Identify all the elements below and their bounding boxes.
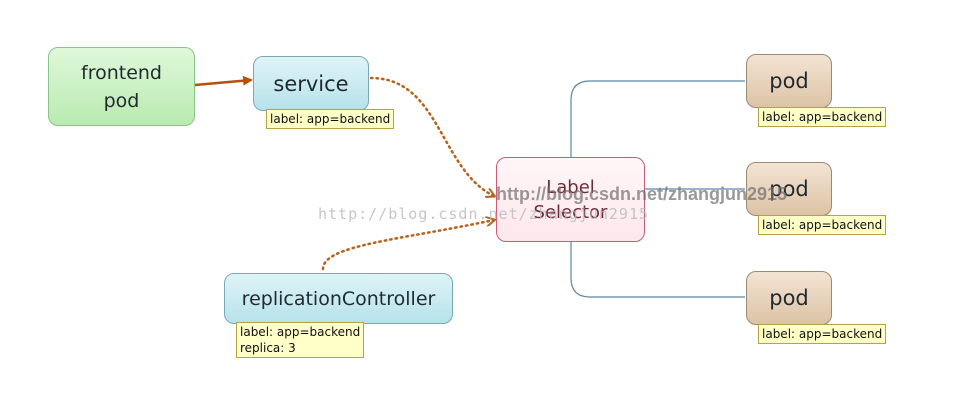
rc-label-line: label: app=backend bbox=[240, 325, 361, 339]
replication-controller-label-tag: label: app=backend replica: 3 bbox=[236, 322, 365, 358]
frontend-pod-line1: frontend bbox=[81, 61, 162, 84]
pod-label-tag-3: label: app=backend bbox=[758, 324, 887, 344]
service-title: service bbox=[273, 71, 349, 96]
pod-label-tag-2: label: app=backend bbox=[758, 215, 887, 235]
label-selector-line2: Selector bbox=[533, 201, 608, 223]
label-selector-line1: Label bbox=[546, 176, 595, 198]
pod-label-tag-1: label: app=backend bbox=[758, 107, 887, 127]
selector-to-pod-bottom-line bbox=[570, 242, 745, 298]
watermark-secondary: http://blog.csdn.net/zhangjun2915 bbox=[318, 205, 650, 223]
watermark-primary: http://blog.csdn.net/zhangjun2915 bbox=[496, 184, 788, 204]
pod-node-1: pod bbox=[746, 54, 832, 108]
pod-title-1: pod bbox=[769, 69, 809, 93]
selector-to-pod-top-line bbox=[570, 80, 745, 157]
frontend-pod-node: frontend pod bbox=[48, 47, 195, 126]
pod-title-2: pod bbox=[769, 177, 809, 201]
label-selector-node: Label Selector bbox=[496, 157, 645, 242]
service-node: service bbox=[253, 56, 369, 111]
frontend-to-service-arrow bbox=[194, 75, 253, 87]
pod-node-3: pod bbox=[746, 271, 832, 325]
service-to-selector-arrow bbox=[369, 76, 494, 196]
replication-controller-title: replicationController bbox=[241, 287, 436, 310]
rc-replica-line: replica: 3 bbox=[240, 341, 296, 355]
rc-to-selector-arrow bbox=[321, 220, 494, 271]
pod-node-2: pod bbox=[746, 162, 832, 216]
frontend-pod-line2: pod bbox=[103, 89, 140, 112]
pod-title-3: pod bbox=[769, 286, 809, 310]
replication-controller-node: replicationController bbox=[224, 273, 453, 324]
service-label-tag: label: app=backend bbox=[266, 109, 395, 129]
